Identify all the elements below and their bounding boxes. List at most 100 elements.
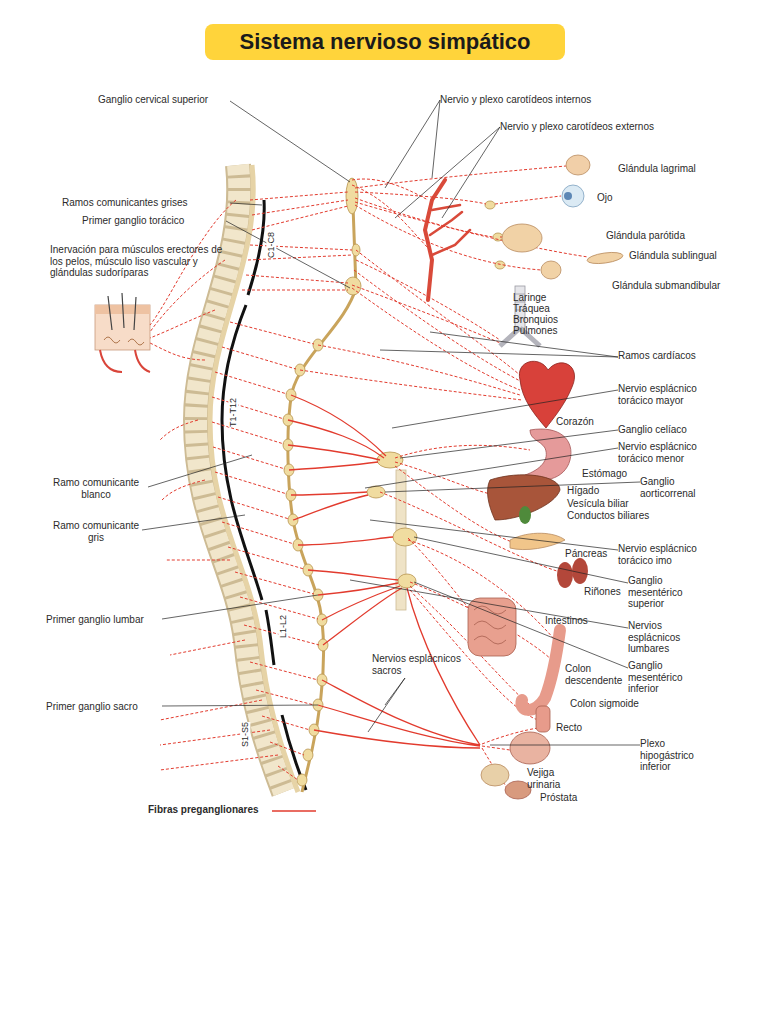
part-label: Ramos comunicantes grises [62, 197, 232, 209]
part-label: Pulmones [513, 325, 593, 337]
region-label: T1-T12 [228, 398, 238, 427]
part-label: Próstata [540, 792, 590, 804]
part-label: Primer ganglio torácico [82, 215, 232, 227]
leader-line [395, 127, 500, 218]
part-label: Colon descendente [565, 663, 625, 686]
skin-illustration [104, 337, 144, 345]
skin-illustration [95, 293, 150, 372]
part-label: Glándula lagrimal [618, 163, 728, 175]
leader-line [365, 448, 618, 488]
part-label: Ganglio celíaco [618, 424, 728, 436]
segment-bracket [248, 200, 264, 295]
region-label: S1-S5 [240, 722, 250, 747]
skin-illustration [108, 293, 136, 330]
leader-line [490, 745, 640, 746]
part-label: Corazón [556, 416, 616, 428]
part-label: Primer ganglio lumbar [46, 614, 166, 626]
organ-illustration [557, 562, 573, 588]
organ-illustration [572, 558, 588, 584]
sympathetic-trunk [303, 749, 313, 761]
part-label: Inervación para músculos erectores de lo… [50, 244, 232, 279]
part-label: Nervios esplácnicos lumbares [628, 620, 703, 655]
part-label: Plexo hipogástrico inferior [640, 738, 710, 773]
part-label: Páncreas [565, 548, 615, 560]
postganglionic-fiber [352, 260, 505, 345]
organ-illustration [541, 261, 561, 279]
leader-line [142, 100, 640, 745]
part-label: Laringe [513, 292, 593, 304]
postganglionic-fiber [380, 445, 560, 572]
leader-line [350, 580, 628, 628]
sympathetic-trunk [288, 178, 356, 792]
part-label: Glándula submandibular [612, 280, 757, 292]
part-label: Ganglio mesentérico inferior [628, 660, 703, 695]
part-label: Tráquea [513, 303, 593, 315]
leader-line [392, 390, 618, 428]
organ-illustration [502, 224, 542, 252]
organ-illustration [562, 185, 584, 207]
part-label: Nervio y plexo carotídeos externos [500, 121, 700, 133]
legend-line-sample [272, 810, 316, 812]
part-label: Ganglio mesentérico superior [628, 575, 703, 610]
part-label: Nervio y plexo carotídeos internos [440, 94, 640, 106]
postganglionic-fiber [150, 200, 278, 770]
postganglionic-fiber [355, 166, 588, 270]
leader-line [385, 100, 440, 188]
postganglionic-fiber [300, 250, 522, 400]
organ-illustration [519, 506, 531, 524]
part-label: Vejiga urinaria [527, 767, 582, 790]
part-label: Conductos biliares [567, 510, 657, 522]
part-label: Intestinos [545, 615, 605, 627]
part-label: Ramo comunicante blanco [46, 477, 146, 500]
part-label: Riñones [584, 586, 626, 598]
segment-bracket [282, 715, 306, 790]
leader-line [226, 221, 350, 288]
part-label: Ramos cardíacos [618, 350, 728, 362]
part-label: Ganglio aorticorrenal [640, 476, 720, 499]
part-label: Colon sigmoide [570, 698, 650, 710]
sympathetic-trunk [297, 774, 307, 786]
leader-line [370, 520, 618, 550]
prevertebral-ganglion [367, 201, 505, 610]
leader-line [368, 678, 405, 732]
prevertebral-ganglion [398, 574, 416, 588]
part-label: Glándula parótida [606, 230, 716, 242]
part-label: Nervio esplácnico torácico menor [618, 441, 718, 464]
sympathetic-trunk [283, 178, 361, 792]
part-label: Nervio esplácnico torácico imo [618, 543, 718, 566]
part-label: Glándula sublingual [629, 250, 749, 262]
postganglionic-fiber [242, 192, 352, 290]
part-label: Ganglio cervical superior [98, 94, 233, 106]
leader-line [162, 705, 318, 706]
leader-line [230, 203, 262, 205]
carotid-artery [430, 205, 470, 255]
leader-line [230, 101, 350, 182]
preganglionic-fiber [298, 537, 393, 545]
leader-line [380, 332, 618, 357]
organ-illustration [481, 764, 509, 786]
preganglionic-fiber [308, 570, 402, 645]
diagram-title: Sistema nervioso simpático [205, 24, 565, 60]
preganglionic-fiber [288, 395, 386, 470]
prevertebral-ganglion [377, 452, 403, 468]
preganglionic-fiber [288, 395, 480, 748]
leader-line [148, 455, 252, 487]
part-label: Estómago [582, 468, 642, 480]
region-label: C1-C8 [266, 232, 276, 258]
leader-line [414, 537, 628, 583]
organ-illustration [536, 706, 550, 732]
part-label: Ramo comunicante gris [50, 520, 142, 543]
postganglionic-fiber [212, 322, 319, 780]
prevertebral-ganglion [367, 486, 385, 498]
part-label: Ojo [597, 192, 637, 204]
part-label: Primer ganglio sacro [46, 701, 166, 713]
part-label: Nervio esplácnico torácico mayor [618, 383, 718, 406]
organ-illustration [586, 251, 623, 266]
organ-illustration [510, 533, 565, 549]
organ-illustration [474, 606, 506, 644]
organ-illustration [564, 192, 572, 200]
prevertebral-ganglion [485, 201, 495, 209]
organ-illustration [566, 155, 590, 175]
preganglionic-fiber [291, 492, 368, 520]
